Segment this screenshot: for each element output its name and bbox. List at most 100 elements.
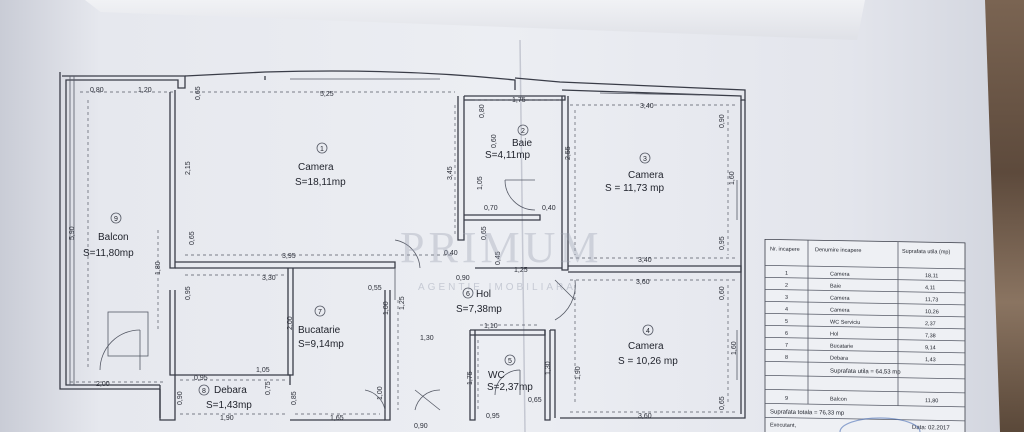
dim-label: 0,90: [719, 114, 726, 128]
dim-label: 0,65: [189, 231, 196, 245]
table-cell: 2: [785, 283, 788, 289]
dim-label: 2,00: [287, 316, 294, 330]
dim-label: 1,10: [484, 323, 498, 330]
dim-label: 0,80: [90, 87, 104, 94]
table-cell: 8: [785, 355, 788, 361]
room-area: S=1,43mp: [206, 400, 252, 411]
dim-label: 5,90: [69, 226, 76, 240]
room-number: 6: [466, 291, 470, 298]
table-cell: 1: [785, 271, 788, 277]
dim-label: 3,60: [638, 413, 652, 420]
dim-label: 1,80: [155, 261, 162, 275]
room-name: Camera: [628, 341, 664, 352]
dim-label: 0,75: [265, 381, 272, 395]
dim-label: 0,90: [456, 275, 470, 282]
dim-label: 1,60: [729, 171, 736, 185]
room-area: S=4,11mp: [485, 150, 531, 161]
dim-label: 0,70: [484, 205, 498, 212]
table-header: Denumire incapere: [815, 247, 861, 254]
doors: [99, 179, 576, 411]
room-area: S=2,37mp: [487, 382, 533, 393]
dim-label: 1,65: [330, 415, 344, 422]
table-cell: 9: [785, 396, 788, 402]
table-cell: 7: [785, 343, 788, 349]
dim-label: 0,95: [719, 236, 726, 250]
table-cell: 9,14: [925, 345, 936, 351]
dim-label: 1,60: [731, 341, 738, 355]
dim-label: 3,40: [638, 257, 652, 264]
room-markers: 1 2 3 4 5 6 7 8 9: [110, 124, 654, 396]
executant-label: Executant,: [770, 422, 796, 428]
room-name: Hol: [476, 289, 491, 300]
dim-label: 3,45: [447, 166, 454, 180]
room-area: S = 11,73 mp: [605, 183, 664, 194]
table-cell: 18,11: [925, 273, 938, 279]
dim-label: 2,55: [565, 146, 572, 160]
room-number: 8: [202, 388, 206, 395]
room-area: S=9,14mp: [298, 339, 344, 350]
room-number: 9: [114, 216, 118, 223]
room-name: Camera: [298, 162, 334, 173]
dim-label: 0,40: [542, 205, 556, 212]
table-cell: Hol: [830, 331, 838, 337]
dim-label: 0,95: [194, 375, 208, 382]
room-name: Balcon: [98, 232, 129, 243]
table-cell: Debara: [830, 355, 849, 361]
table-cell: Baie: [830, 283, 841, 289]
room-name: WC: [488, 370, 505, 381]
dim-label: 5,25: [320, 91, 334, 98]
dim-label: 2,15: [185, 161, 192, 175]
dim-label: 0,60: [719, 286, 726, 300]
table-cell: Camera: [830, 307, 851, 313]
room-name: Camera: [628, 170, 664, 181]
table-cell: 5: [785, 319, 788, 325]
dim-label: 1,90: [575, 366, 582, 380]
area-table: Nr. incapere Denumire incapere Suprafata…: [764, 238, 966, 432]
dim-label: 1,75: [512, 97, 526, 104]
dim-label: 1,00: [383, 301, 390, 315]
dim-label: 1,75: [467, 371, 474, 385]
dim-label: 1,25: [399, 296, 406, 310]
date-label: Data: 02.2017: [912, 425, 950, 432]
table-cell: 11,73: [925, 297, 938, 303]
dimension-labels: 0,80 1,20 0,65 5,25 1,75 3,40 0,80 0,90 …: [69, 86, 738, 430]
room-name: Baie: [512, 138, 532, 149]
room-area: S=18,11mp: [295, 177, 346, 188]
table-cell: WC Serviciu: [830, 319, 860, 326]
table-cell: 11,80: [925, 398, 938, 404]
dim-label: 0,40: [444, 250, 458, 257]
dim-label: 2,00: [96, 381, 110, 388]
dim-label: 0,80: [479, 104, 486, 118]
dim-label: 3,30: [262, 275, 276, 282]
dim-label: 1,00: [377, 386, 384, 400]
table-cell: 4: [785, 307, 788, 313]
total-area: Suprafata totala = 76,33 mp: [770, 409, 845, 416]
table-cell: 7,38: [925, 333, 936, 339]
dim-label: 0,65: [195, 86, 202, 100]
room-area: S=11,80mp: [83, 248, 134, 259]
dim-label: 3,40: [640, 103, 654, 110]
dim-label: 1,30: [545, 361, 552, 375]
dim-label: 0,65: [528, 397, 542, 404]
room-area: S = 10,26 mp: [618, 356, 678, 367]
table-cell: 2,37: [925, 321, 936, 327]
table-header: Suprafata utila (mp): [902, 249, 950, 256]
room-labels: Camera S=18,11mp Baie S=4,11mp Camera S …: [83, 138, 678, 411]
walls: [59, 70, 746, 421]
room-area: S=7,38mp: [456, 304, 502, 315]
dim-label: 0,85: [291, 391, 298, 405]
dim-label: 0,60: [491, 134, 498, 148]
room-number: 4: [646, 328, 650, 335]
room-number: 1: [320, 146, 324, 153]
dim-label: 1,25: [514, 267, 528, 274]
dim-label: 1,20: [138, 87, 152, 94]
paper-fold: [519, 39, 526, 432]
dim-label: 1,90: [220, 415, 234, 422]
table-cell: 6: [785, 331, 788, 337]
table-cell: 10,26: [925, 309, 939, 315]
dim-label: 0,95: [185, 286, 192, 300]
dim-label: 3,95: [282, 253, 296, 260]
dim-label: 0,65: [719, 396, 726, 410]
table-cell: 1,43: [925, 357, 936, 363]
